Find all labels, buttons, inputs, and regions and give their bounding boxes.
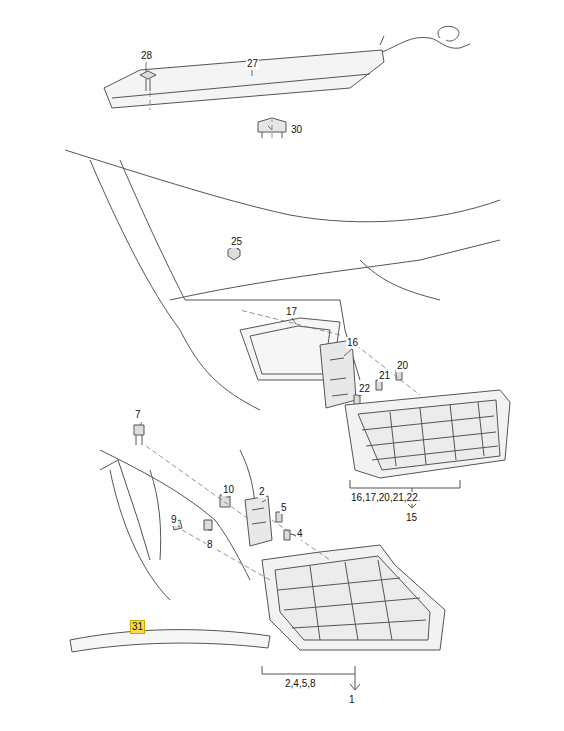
callout-number: 2,4,5,8 — [284, 678, 317, 690]
callout-number: 17 — [285, 306, 298, 318]
callout-number: 7 — [134, 409, 142, 421]
callout-number: 28 — [140, 50, 153, 62]
callout-number: 16,17,20,21,22 — [350, 492, 419, 504]
callout-number: 21 — [378, 370, 391, 382]
callout-number: 27 — [246, 58, 259, 70]
callout-number: 20 — [396, 360, 409, 372]
callout-number: 15 — [405, 512, 418, 524]
callout-number: 9 — [170, 514, 178, 526]
callout-number: 10 — [222, 484, 235, 496]
callout-number: 8 — [206, 539, 214, 551]
callout-number: 22 — [358, 383, 371, 395]
callout-number: 16 — [346, 337, 359, 349]
callout-number: 31 — [130, 620, 145, 634]
callout-number: 4 — [296, 528, 304, 540]
callout-number: 25 — [230, 236, 243, 248]
callout-number: 1 — [348, 694, 356, 706]
callout-number: 2 — [258, 486, 266, 498]
callout-number: 5 — [280, 502, 288, 514]
callout-number: 30 — [290, 124, 303, 136]
